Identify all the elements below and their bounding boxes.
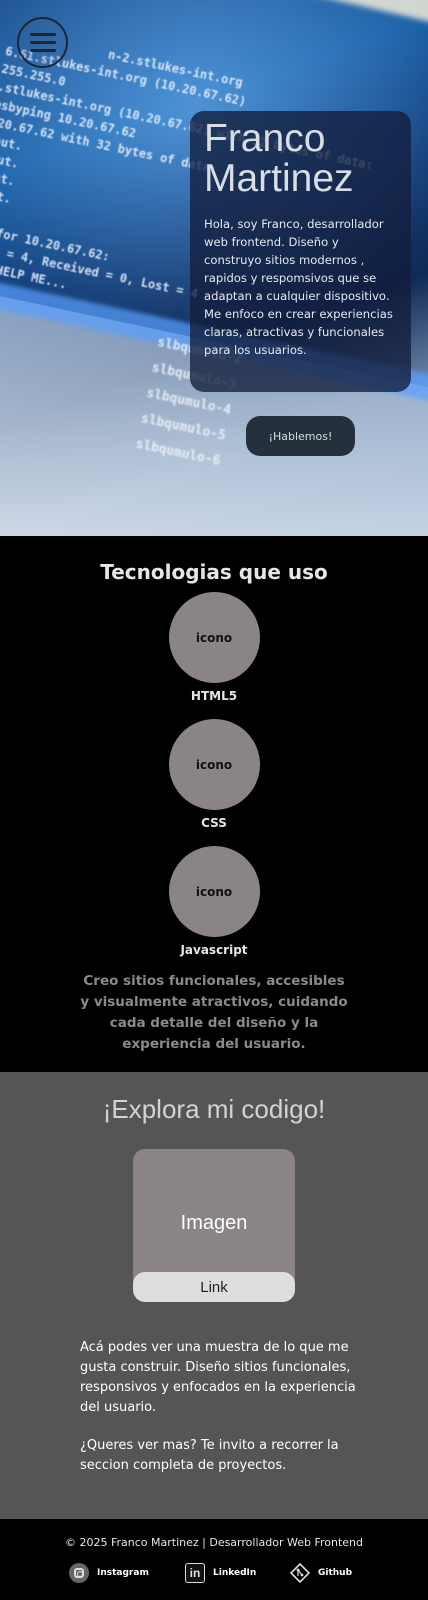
technologies-description: Creo sitios funcionales, accesibles y vi… (80, 973, 348, 1052)
javascript-icon: icono (168, 846, 260, 937)
tech-item-html5: icono HTML5 (0, 592, 428, 703)
social-label: Github (318, 1568, 353, 1578)
menu-button[interactable] (17, 17, 68, 68)
hamburger-menu-icon-bar (29, 49, 56, 52)
technologies-section: Tecnologias que uso icono HTML5 icono CS… (0, 536, 428, 1072)
social-label: LinkedIn (213, 1568, 257, 1578)
intro-card: Franco Martinez Hola, soy Franco, desarr… (190, 111, 411, 392)
social-link-linkedin[interactable]: in LinkedIn (185, 1563, 256, 1583)
explore-title: ¡Explora mi codigo! (102, 1094, 326, 1124)
social-label: Instagram (97, 1568, 149, 1578)
technologies-title: Tecnologias que uso (100, 560, 328, 584)
contact-button[interactable]: ¡Hablemos! (246, 416, 355, 456)
hamburger-menu-icon (29, 33, 56, 36)
tech-item-css: icono CSS (0, 719, 428, 830)
explore-code-section: ¡Explora mi codigo! Imagen Link Acá pode… (0, 1072, 428, 1519)
tech-label: Javascript (180, 943, 248, 957)
tech-label: HTML5 (190, 689, 238, 703)
github-icon (290, 1563, 310, 1583)
footer-copyright: © 2025 Franco Martinez | Desarrollador W… (64, 1536, 363, 1549)
tech-label: CSS (201, 816, 227, 830)
tech-item-javascript: icono Javascript (0, 846, 428, 957)
social-link-instagram[interactable]: Instagram (69, 1563, 149, 1583)
linkedin-icon: in (185, 1563, 205, 1583)
instagram-icon (69, 1563, 89, 1583)
css-icon: icono (168, 719, 260, 810)
footer: © 2025 Franco Martinez | Desarrollador W… (0, 1519, 428, 1600)
hero-bio: Hola, soy Franco, desarrollador web fron… (204, 217, 393, 357)
project-card[interactable]: Imagen Link (133, 1149, 295, 1302)
hero-section: n-2.stlukes-int.org 6.61.stlukes-int.org… (0, 0, 428, 536)
project-link-button[interactable]: Link (133, 1272, 295, 1302)
hamburger-menu-icon-bar (29, 41, 56, 44)
social-link-github[interactable]: Github (290, 1563, 352, 1583)
explore-description: Acá podes ver una muestra de lo que me g… (80, 1340, 356, 1415)
html5-icon: icono (168, 592, 260, 683)
explore-invite: ¿Queres ver mas? Te invito a recorrer la… (80, 1438, 339, 1473)
project-image-placeholder: Imagen (180, 1212, 248, 1234)
hero-name: Franco Martinez (204, 117, 354, 200)
